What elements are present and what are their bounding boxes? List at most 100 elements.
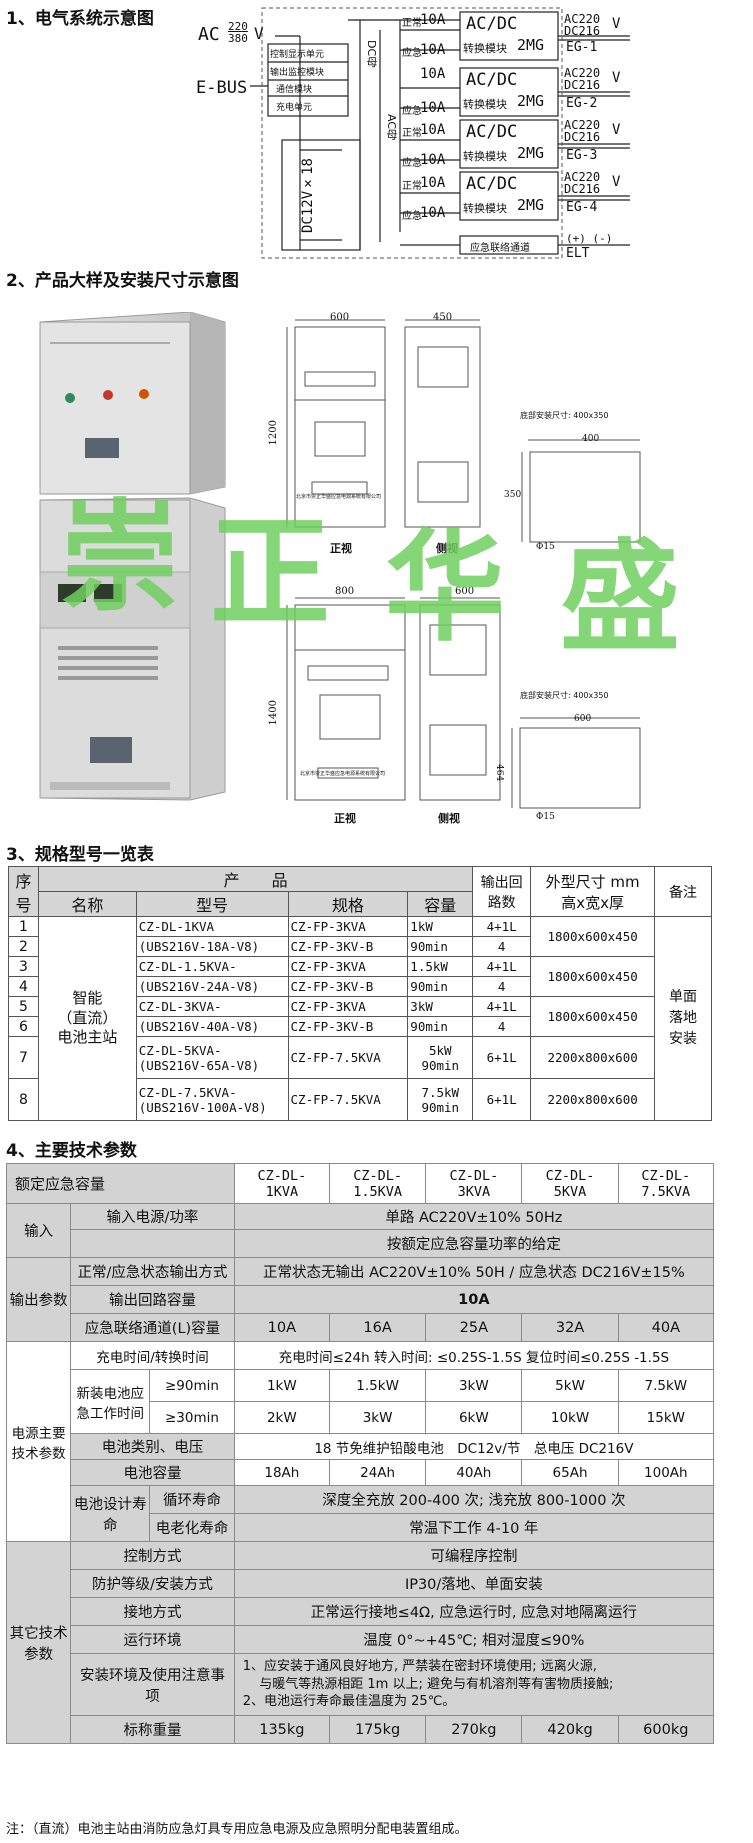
out-cell: 4 [472,1016,532,1037]
size-cell: CZ-FP-3KV-B [287,1016,409,1037]
converter-rating: 2MG [517,92,545,110]
model-header: CZ-DL-1.5KVA [328,1163,427,1204]
dim-width-front: 600 [330,312,350,323]
converter-sub: 转换模块 [463,42,507,55]
group-output: 输出参数 [5,1257,72,1342]
param-value: 135kg [233,1715,330,1744]
model-cell: (UBS216V-40A-V8) [135,1016,289,1037]
hole-dia: Φ15 [536,812,555,822]
model-cell: (UBS216V-18A-V8) [135,936,289,957]
header-size: 规格 [287,891,409,917]
hole-dia: Φ15 [536,542,555,552]
branch-amp: 10A [420,152,446,168]
param-label: 新装电池应急工作时间 [70,1369,151,1434]
branch-amp: 10A [420,42,446,58]
eg-label: EG-4 [566,200,598,215]
out-cell: 4+1L [472,996,532,1017]
output-unit: V [612,70,621,86]
output-ac: AC220 [564,118,601,132]
section-title-spec: 3、规格型号一览表 [6,845,154,865]
dim-cell: 2200x800x600 [530,1078,656,1121]
size-cell: CZ-FP-3KVA [287,996,409,1017]
model-cell: (UBS216V-24A-V8) [135,976,289,997]
header-cap: 容量 [407,891,474,917]
param-value: 24Ah [328,1459,427,1486]
size-cell: CZ-FP-3KVA [287,956,409,977]
param-label: ≥30min [149,1401,235,1434]
size-cell: CZ-FP-3KV-B [287,936,409,957]
param-label: 输出回路容量 [70,1285,235,1314]
param-value: 40A [617,1313,715,1342]
branch-normal-label: 正常 [402,128,422,139]
seq-cell: 1 [8,916,39,937]
dim-height: 1200 [268,420,279,446]
company-plate: 北京市崇正华盛应急电源系统有限公司 [300,771,386,777]
param-value: 10A [233,1285,715,1314]
model-cell: CZ-DL-3KVA- [135,996,289,1017]
elt-polarity: (+) (-) [566,232,613,245]
param-label: 运行环境 [70,1625,235,1654]
param-value: 按额定应急容量功率的给定 [233,1229,715,1258]
param-value: 420kg [521,1715,619,1744]
param-value: 正常运行接地≤4Ω, 应急运行时, 应急对地隔离运行 [233,1597,715,1626]
branch-amp: 10A [420,122,446,138]
out-cell: 6+1L [472,1036,532,1079]
base-mount-note: 底部安装尺寸: 400x350 [520,411,609,420]
param-value: 温度 0°~+45℃; 相对湿度≤90% [233,1625,715,1654]
branch-emerg-label: 应急 [402,106,422,117]
param-label: 接地方式 [70,1597,235,1626]
section-title-drawings: 2、产品大样及安装尺寸示意图 [6,271,239,291]
module-label: 控制显示单元 [270,50,325,60]
param-value: 65Ah [521,1459,619,1486]
param-value: 7.5kW [617,1369,715,1402]
out-cell: 4+1L [472,956,532,977]
base-depth: 464 [494,764,504,782]
param-value: 270kg [425,1715,523,1744]
out-cell: 4+1L [472,916,532,937]
param-label: 标称重量 [70,1715,235,1744]
branch-emerg-label: 应急 [402,211,422,222]
watermark-char: 崇 [60,487,180,628]
output-unit: V [612,174,621,190]
module-label: 充电单元 [276,103,313,113]
param-value: 单路 AC220V±10% 50Hz [233,1203,715,1230]
param-value: 16A [328,1313,427,1342]
output-ac: AC220 [564,12,601,26]
param-value: 1kW [233,1369,330,1402]
product-name-cell: 智能（直流）电池主站 [37,916,137,1121]
dim-width-front: 800 [335,586,355,597]
output-dc: DC216 [564,24,601,38]
converter-label: AC/DC [466,14,518,34]
model-header: CZ-DL-5KVA [521,1163,619,1204]
out-cell: 6+1L [472,1078,532,1121]
param-label: 电池设计寿命 [70,1485,151,1542]
param-label: 正常/应急状态输出方式 [70,1257,235,1286]
param-label: 防护等级/安装方式 [70,1569,235,1598]
front-view-label: 正视 [334,812,356,825]
seq-cell: 7 [8,1036,39,1079]
ac-input-v2: 380 [228,32,248,45]
param-label: 应急联络通道(L)容量 [70,1313,235,1342]
param-value: 18 节免维护铅酸电池 DC12v/节 总电压 DC216V [233,1433,715,1460]
module-label: 通信模块 [276,85,313,95]
ac-input-label: AC [198,24,220,45]
param-label: 控制方式 [70,1541,235,1570]
section-title-electrical: 1、电气系统示意图 [6,9,154,29]
param-label: ≥90min [149,1369,235,1402]
converter-label: AC/DC [466,122,518,142]
cap-cell: 90min [407,976,474,997]
param-value: 10A [233,1313,330,1342]
branch-normal-label: 正常 [402,181,422,192]
param-label: 电池容量 [70,1459,235,1486]
param-value: 3kW [328,1401,427,1434]
cap-cell: 1kW [407,916,474,937]
group-power: 电源主要技术参数 [5,1341,72,1542]
header-seq: 序号 [8,866,39,917]
param-value: 可编程序控制 [233,1541,715,1570]
note-cell: 单面落地安装 [654,916,712,1121]
param-value: 充电时间≤24h 转入时间: ≤0.25S-1.5S 复位时间≤0.25S -1… [233,1341,715,1370]
base-width: 600 [574,714,592,724]
dim-cell: 1800x600x450 [530,956,656,997]
ac-bus-label: AC母 [385,114,398,141]
branch-amp: 10A [420,100,446,116]
